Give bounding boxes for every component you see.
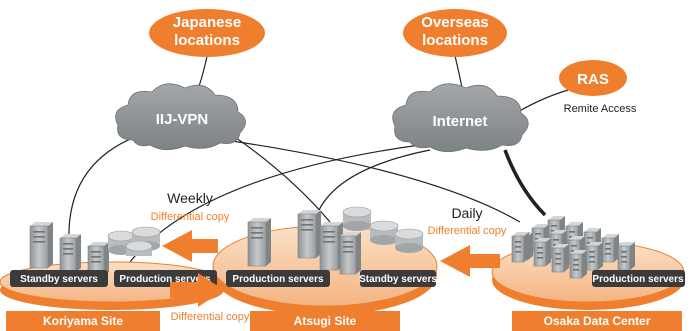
osaka-server <box>569 250 587 279</box>
daily-arrow-left <box>440 245 500 277</box>
internet-cloud: Internet <box>392 83 529 153</box>
link-ijvpn-osaka <box>224 139 521 223</box>
koriyama-site-banner: Koriyama Site <box>6 311 160 331</box>
bottom-note: Differential copy <box>171 311 250 323</box>
osaka-server <box>511 232 529 263</box>
svg-text:Atsugi Site: Atsugi Site <box>294 314 357 328</box>
svg-text:Production servers: Production servers <box>592 274 684 285</box>
svg-text:Koriyama Site: Koriyama Site <box>43 314 123 328</box>
atsugi-server <box>247 218 271 267</box>
ras-label: RAS <box>577 71 609 88</box>
osaka-server <box>601 234 619 263</box>
koriyama-server <box>87 242 109 277</box>
svg-text:Production servers: Production servers <box>119 274 211 285</box>
koriyama-server <box>29 222 53 269</box>
atsugi-storage <box>342 206 424 253</box>
osaka-servers <box>511 216 635 279</box>
overseas-locations-line1: Overseas <box>421 14 489 31</box>
bottom-arrow-right <box>170 273 224 307</box>
atsugi-site-banner: Atsugi Site <box>250 311 400 331</box>
osaka-production-label: Production servers <box>592 270 685 287</box>
svg-text:Standby servers: Standby servers <box>20 274 98 285</box>
atsugi-server <box>297 210 321 259</box>
ijvpn-label: IIJ-VPN <box>156 111 209 128</box>
osaka-site-banner: Osaka Data Center <box>512 311 682 331</box>
overseas-locations-line2: locations <box>422 32 488 49</box>
link-internet-atsugi <box>314 149 431 221</box>
svg-text:Standby servers: Standby servers <box>359 274 437 285</box>
internet-label: Internet <box>432 113 487 130</box>
svg-text:Osaka Data Center: Osaka Data Center <box>544 314 651 328</box>
overseas-locations-node: Overseas locations <box>403 9 507 57</box>
osaka-server <box>617 242 635 271</box>
ras-node: RAS <box>559 60 627 96</box>
link-ijvpn-atsugi <box>231 134 331 223</box>
daily-note: Differential copy <box>428 225 507 237</box>
weekly-title: Weekly <box>167 190 213 206</box>
weekly-arrow-left <box>162 230 218 262</box>
link-internet-osaka-thick <box>503 149 547 217</box>
svg-text:Production servers: Production servers <box>232 274 324 285</box>
atsugi-standby-label: Standby servers <box>359 270 437 287</box>
osaka-server <box>533 238 551 267</box>
atsugi-production-label: Production servers <box>226 270 330 287</box>
koriyama-standby-label: Standby servers <box>10 270 108 287</box>
osaka-server <box>551 244 569 273</box>
koriyama-server <box>59 234 81 273</box>
koriyama-servers <box>29 222 109 277</box>
koriyama-storage <box>107 226 161 256</box>
atsugi-server <box>319 222 343 271</box>
japanese-locations-node: Japanese locations <box>149 9 265 57</box>
japanese-locations-line1: Japanese <box>173 14 241 31</box>
japanese-locations-line2: locations <box>174 32 240 49</box>
osaka-server <box>585 242 603 271</box>
ras-caption: Remite Access <box>564 103 637 115</box>
weekly-note: Differential copy <box>151 211 230 223</box>
ijvpn-cloud: IIJ-VPN <box>115 83 246 151</box>
atsugi-servers <box>247 210 361 275</box>
atsugi-server <box>339 232 361 275</box>
daily-title: Daily <box>451 205 482 221</box>
